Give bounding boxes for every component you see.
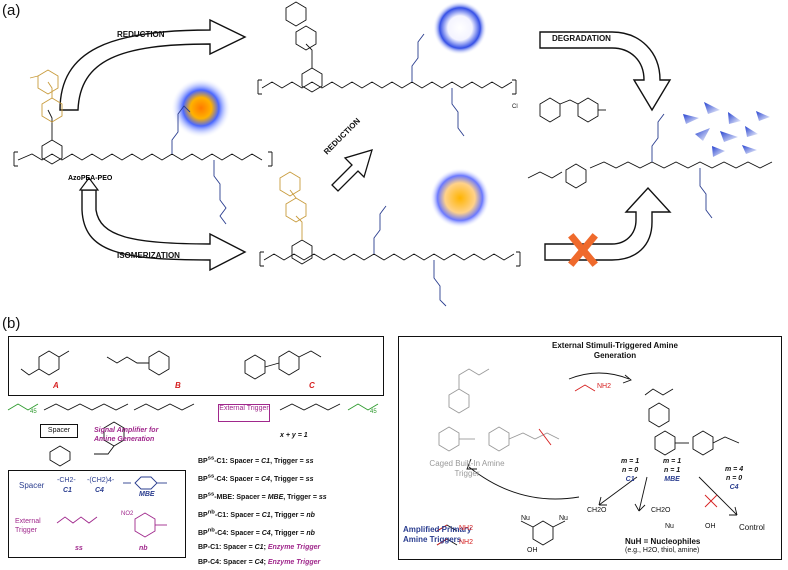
isomerization-label: ISOMERIZATION — [117, 251, 180, 260]
mechanism-box: External Stimuli-Triggered Amine Generat… — [398, 336, 782, 560]
legend-mbe: MBE — [139, 491, 155, 498]
oh-label: OH — [705, 523, 716, 530]
peg-subscript-left: 45 — [30, 409, 37, 415]
formulation-item: BPnb-C1: Spacer = C1, Trigger = nb — [198, 509, 315, 519]
formulation-item: BPss-C4: Spacer = C4, Trigger = ss — [198, 473, 314, 484]
blocked-arrow — [544, 186, 672, 261]
spacer-box: Spacer — [40, 424, 78, 438]
isomerization-arrow — [78, 177, 247, 272]
external-trigger-box: External Trigger — [218, 404, 270, 422]
micelle-blue-shell — [433, 1, 487, 55]
panel-b-label: (b) — [2, 315, 21, 332]
formulation-list: BPss-C1: Spacer = C1, Trigger = ss BPss-… — [198, 452, 394, 570]
legend-mbe-structure — [123, 476, 167, 490]
nu-product-1: Nu — [521, 515, 530, 522]
control-label: Control — [739, 523, 765, 532]
ch2o-left: CH2O — [587, 507, 607, 514]
polymer-isomerized — [259, 171, 521, 307]
bp-general-structure — [7, 403, 379, 467]
caged-trigger-label: Caged Built-In Amine Trigger — [429, 459, 505, 478]
nu-label: Nu — [665, 523, 674, 530]
legend-nb: nb — [139, 545, 148, 552]
case-mbe: m = 1 n = 1 MBE — [663, 458, 682, 483]
nu-product-2: Nu — [559, 515, 568, 522]
case-c4: m = 4 n = 0 C4 — [725, 466, 744, 491]
panel-a-diagram: AzoPEA-PEO Cl — [13, 1, 773, 307]
legend-box: Spacer -CH2- C1 -(CH2)4- C4 MBE External… — [8, 470, 186, 558]
nuh-examples: (e.g., H2O, thiol, amine) — [625, 547, 700, 554]
monomer-a-label: A — [53, 381, 59, 390]
nh2-reagent: NH2 — [597, 383, 612, 390]
formulation-item: BPnb-C4: Spacer = C4, Trigger = nb — [198, 527, 315, 537]
mechanism-title: External Stimuli-Triggered Amine Generat… — [552, 341, 678, 360]
degraded-fragments — [683, 102, 770, 157]
amplified-nh2-1: NH2 — [459, 525, 474, 532]
cl-atom-label: Cl — [512, 104, 518, 110]
monomer-structures — [20, 350, 322, 380]
legend-trigger-structures — [56, 512, 167, 538]
legend-c1: C1 — [63, 487, 72, 494]
signal-amplifier-label: Signal Amplifier for Amine Generation — [94, 427, 159, 443]
polymer-azopea-peo — [13, 69, 273, 225]
reduction-arrow-mid — [331, 149, 373, 192]
formulation-item: BP-C4: Spacer = C4; Enzyme Trigger — [198, 558, 321, 566]
monomer-c-label: C — [309, 381, 315, 390]
amplified-triggers-label: Amplified Primary Amine Triggers — [403, 525, 472, 544]
panel-a-label: (a) — [2, 2, 21, 19]
legend-c1-formula: -CH2- — [57, 477, 76, 484]
micelle-yellow-core — [430, 168, 490, 228]
formulation-item: BPss-MBE: Spacer = MBE, Trigger = ss — [198, 491, 327, 501]
formulation-item: BP-C1: Spacer = C1; Enzyme Trigger — [198, 544, 321, 552]
mechanism-diagram — [436, 368, 740, 546]
legend-ss: ss — [75, 545, 83, 552]
micelle-orange-core — [171, 78, 231, 138]
reduction-arrow-top — [59, 18, 247, 111]
degradation-label: DEGRADATION — [552, 34, 611, 43]
legend-spacer-label: Spacer — [19, 481, 45, 490]
degradation-arrow — [539, 31, 672, 112]
monomer-box: A B C — [8, 336, 384, 396]
degradation-products — [527, 97, 773, 219]
polymer-name-label: AzoPEA-PEO — [68, 175, 113, 182]
legend-no2: NO2 — [121, 511, 134, 517]
block-x-mark — [568, 233, 598, 267]
xy-relation: x + y = 1 — [280, 432, 308, 439]
amplified-nh2-2: NH2 — [459, 539, 474, 546]
monomer-b-label: B — [175, 381, 181, 390]
polymer-reduced — [257, 1, 517, 137]
reduction-top-label: REDUCTION — [117, 30, 165, 39]
legend-c4-formula: -(CH2)4- — [87, 477, 115, 484]
oh-product: OH — [527, 547, 538, 554]
peg-subscript-right: 45 — [370, 409, 377, 415]
nuh-label: NuH = Nucleophiles — [625, 537, 701, 546]
ch2o-right: CH2O — [651, 507, 671, 514]
formulation-item: BPss-C1: Spacer = C1, Trigger = ss — [198, 456, 314, 466]
case-c1: m = 1 n = 0 C1 — [621, 458, 640, 483]
legend-external-label: External Trigger — [15, 518, 41, 534]
legend-c4: C4 — [95, 487, 104, 494]
